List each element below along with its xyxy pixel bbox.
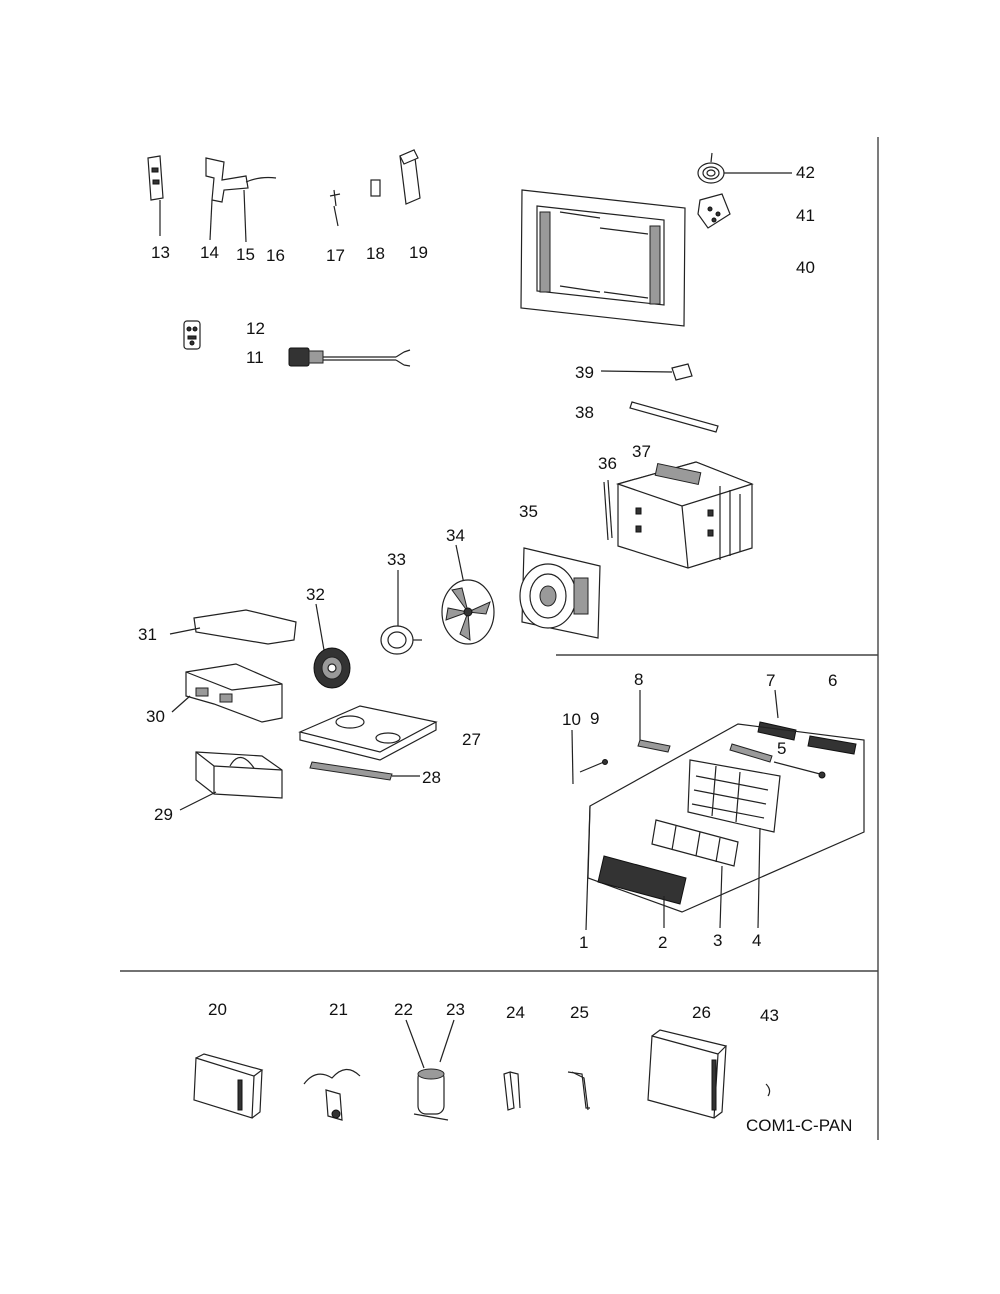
part-36-drawing — [603, 479, 613, 541]
callout-34: 34 — [446, 526, 465, 545]
part-40-frame-drawing — [520, 189, 686, 327]
callout-17: 17 — [326, 246, 345, 265]
part-32-blower-drawing — [313, 603, 351, 689]
part-8-drawing — [637, 690, 671, 753]
callout-27: 27 — [462, 730, 481, 749]
callout-6: 6 — [828, 671, 838, 690]
callout-32: 32 — [306, 585, 325, 604]
part-27-base-pan-drawing — [298, 705, 438, 761]
part-20-coil-drawing — [193, 1053, 264, 1119]
callout-29: 29 — [154, 805, 173, 824]
callout-16: 16 — [266, 246, 285, 265]
callout-3: 3 — [713, 931, 723, 950]
callout-39: 39 — [575, 363, 594, 382]
part-37-cabinet-drawing — [615, 461, 754, 569]
callout-38: 38 — [575, 403, 594, 422]
part-9-10-screw-drawing — [571, 729, 608, 785]
section-dividers — [120, 137, 879, 1140]
callout-13: 13 — [151, 243, 170, 262]
callout-43: 43 — [760, 1006, 779, 1025]
part-41-relay-drawing — [697, 193, 731, 229]
callout-37: 37 — [632, 442, 651, 461]
part-39-drawing — [600, 363, 693, 381]
part-7-filter-drawing — [757, 689, 797, 741]
callout-14: 14 — [200, 243, 219, 262]
callout-9: 9 — [590, 709, 600, 728]
part-24-tube-drawing — [503, 1071, 521, 1111]
front-assembly-outline — [585, 723, 865, 931]
part-22-23-compressor-drawing — [405, 1019, 455, 1121]
part-18-drawing — [370, 179, 381, 197]
part-31-duct-drawing — [169, 609, 297, 645]
part-30-housing-drawing — [171, 663, 283, 723]
part-42-coil-drawing — [697, 152, 792, 184]
part-14-15-drawing — [205, 157, 277, 243]
callout-31: 31 — [138, 625, 157, 644]
callout-4: 4 — [752, 931, 762, 950]
callout-15: 15 — [236, 245, 255, 264]
part-13-drawing — [147, 155, 164, 236]
callout-18: 18 — [366, 244, 385, 263]
callout-21: 21 — [329, 1000, 348, 1019]
part-11-power-cord-drawing — [288, 347, 411, 367]
part-29-drawing — [179, 751, 283, 811]
part-21-tubing-drawing — [303, 1068, 361, 1121]
callout-28: 28 — [422, 768, 441, 787]
callout-20: 20 — [208, 1000, 227, 1019]
part-5-louver-drawing — [729, 743, 826, 779]
callout-36: 36 — [598, 454, 617, 473]
part-35-shroud-drawing — [519, 547, 601, 639]
part-33-motor-drawing — [380, 570, 422, 655]
part-34-fan-drawing — [441, 544, 495, 645]
part-2-grille-drawing — [597, 855, 687, 928]
callout-23: 23 — [446, 1000, 465, 1019]
part-38-rod-drawing — [629, 401, 719, 433]
callout-24: 24 — [506, 1003, 525, 1022]
callout-33: 33 — [387, 550, 406, 569]
part-28-drawing — [309, 761, 420, 781]
callout-10: 10 — [562, 710, 581, 729]
part-26-condenser-drawing — [647, 1029, 728, 1119]
part-3-screen-drawing — [651, 819, 739, 929]
part-17-drawing — [329, 189, 341, 227]
diagram-code: COM1-C-PAN — [746, 1116, 853, 1135]
callout-22: 22 — [394, 1000, 413, 1019]
part-25-tube-drawing — [567, 1071, 590, 1111]
callout-25: 25 — [570, 1003, 589, 1022]
callout-7: 7 — [766, 671, 776, 690]
part-19-drawing — [399, 149, 421, 205]
callout-2: 2 — [658, 933, 668, 952]
callout-5: 5 — [777, 739, 787, 758]
part-4-front-panel-drawing — [687, 759, 781, 929]
part-6-filter-drawing — [807, 735, 857, 755]
callout-8: 8 — [634, 670, 644, 689]
callout-1: 1 — [579, 933, 589, 952]
callout-42: 42 — [796, 163, 815, 182]
part-12-remote-drawing — [183, 320, 201, 350]
callout-26: 26 — [692, 1003, 711, 1022]
callout-30: 30 — [146, 707, 165, 726]
callout-35: 35 — [519, 502, 538, 521]
part-43-drawing — [765, 1083, 771, 1097]
callout-41: 41 — [796, 206, 815, 225]
callout-40: 40 — [796, 258, 815, 277]
callout-11: 11 — [246, 348, 264, 367]
callout-19: 19 — [409, 243, 428, 262]
callout-12: 12 — [246, 319, 265, 338]
